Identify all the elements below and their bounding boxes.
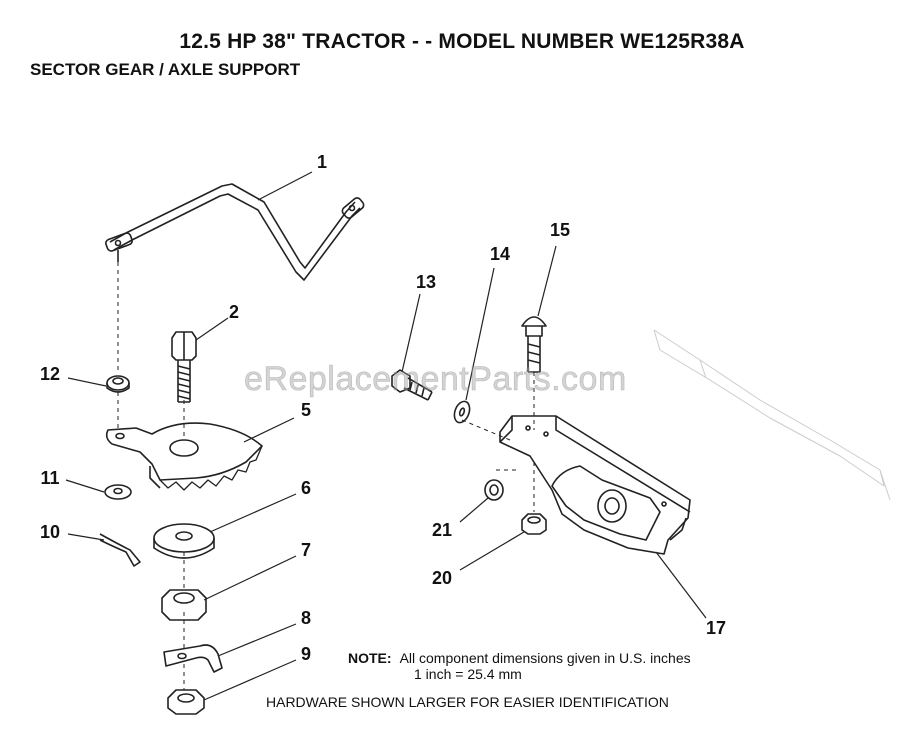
part-11-washer [104,484,132,500]
hardware-note: HARDWARE SHOWN LARGER FOR EASIER IDENTIF… [266,694,669,710]
background-axle-sketch [653,329,891,501]
note-line-1: All component dimensions given in U.S. i… [399,650,691,666]
dimension-note: NOTE: All component dimensions given in U… [348,650,691,682]
part-12-nut [106,375,130,393]
callout-15: 15 [549,220,571,240]
diagram-title: 12.5 HP 38" TRACTOR - - MODEL NUMBER WE1… [179,30,745,53]
part-17-axle-support [499,415,691,555]
callout-5: 5 [300,400,312,420]
part-20-nut [521,513,547,535]
diagram-subtitle: SECTOR GEAR / AXLE SUPPORT [30,60,301,79]
callout-20: 20 [431,568,453,588]
assembly-centerlines [117,262,535,690]
part-5-sector-gear [105,422,263,491]
part-7-nut [161,589,207,621]
note-line-2: 1 inch = 25.4 mm [414,666,522,682]
callout-2: 2 [228,302,240,322]
callout-14: 14 [489,244,511,264]
part-2-bolt [171,331,197,403]
part-8-bracket [163,644,223,673]
part-13-bolt [391,369,433,401]
part-9-nut [167,689,205,715]
part-15-carriage-bolt [521,316,547,373]
callout-6: 6 [300,478,312,498]
callout-17: 17 [705,618,727,638]
callout-7: 7 [300,540,312,560]
callout-13: 13 [415,272,437,292]
part-14-washer [453,400,471,424]
callout-11: 11 [40,468,60,488]
callout-8: 8 [300,608,312,628]
leader-lines [65,171,707,701]
callout-10: 10 [39,522,61,542]
callout-1: 1 [316,152,328,172]
note-label: NOTE: [348,650,392,666]
watermark: eReplacementParts.com [244,360,627,399]
part-6-spacer [153,523,215,559]
callout-21: 21 [431,520,453,540]
callout-9: 9 [300,644,312,664]
callout-12: 12 [39,364,61,384]
part-21-nut [484,479,504,501]
part-1-drag-link [105,183,365,281]
part-10-clip [99,533,141,567]
